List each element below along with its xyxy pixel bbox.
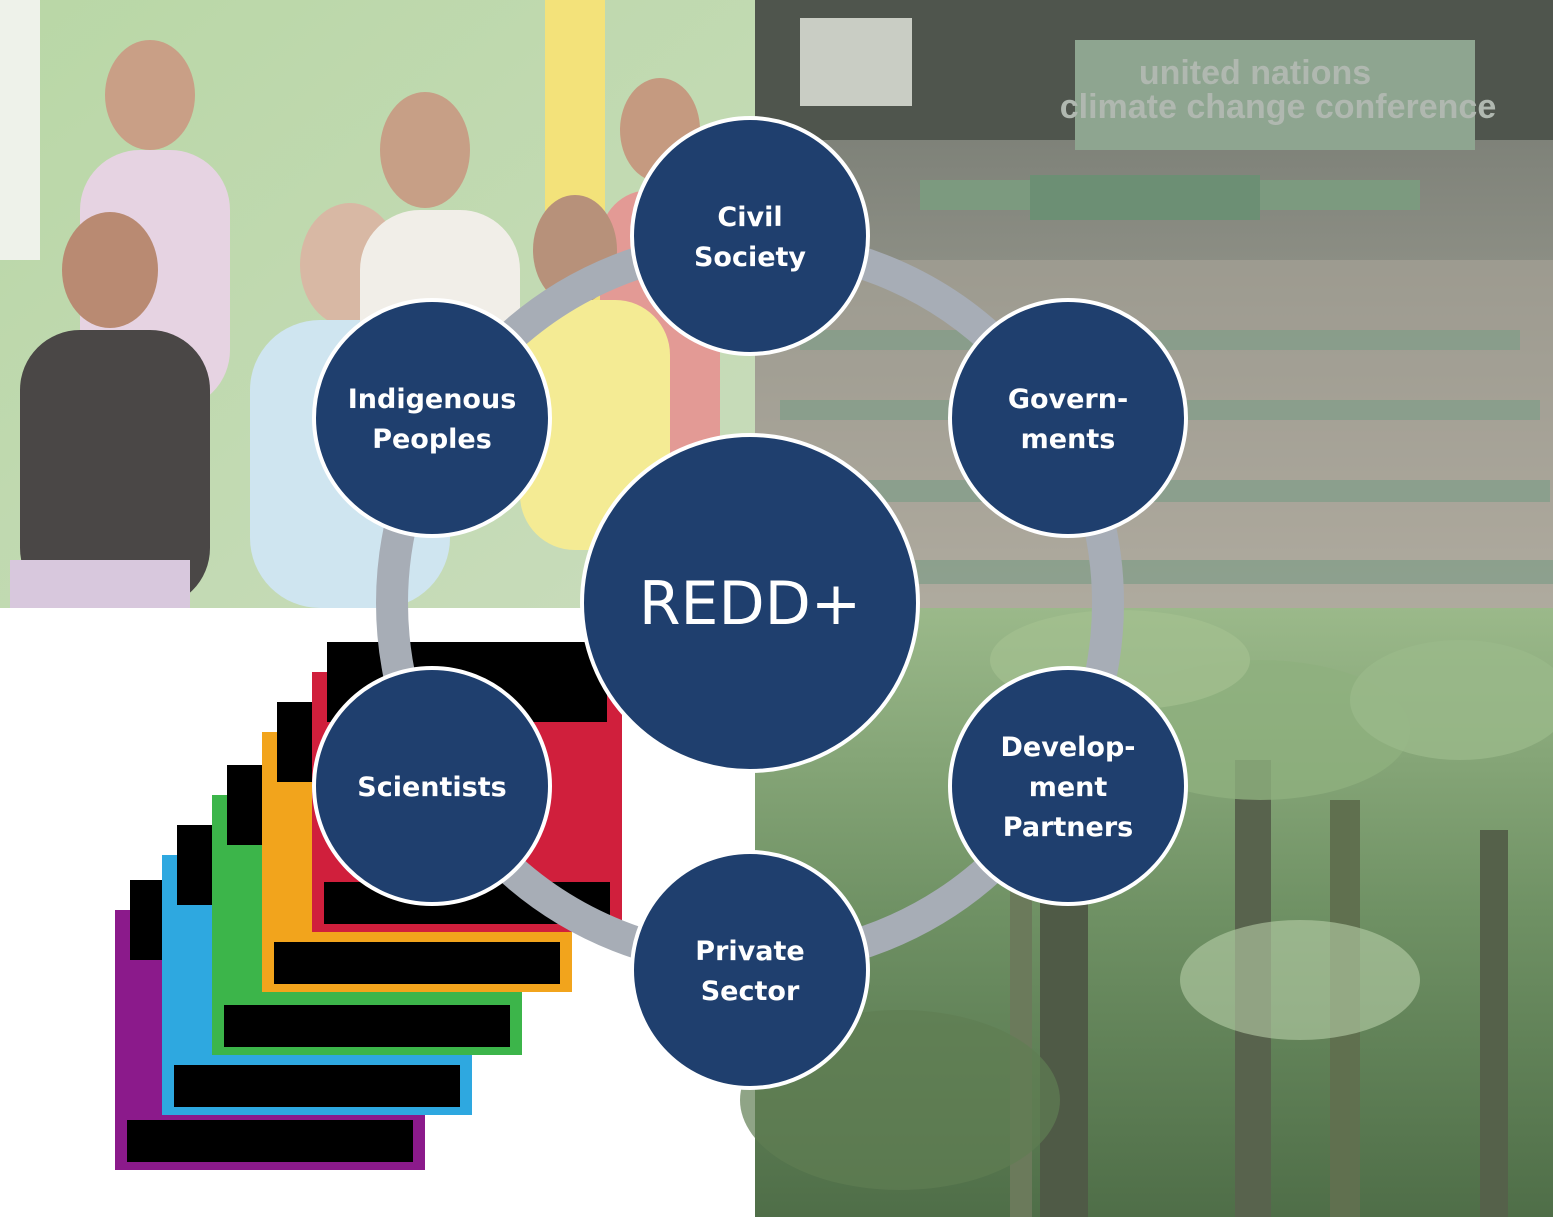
node-governments-label-line-2: ments — [1021, 424, 1116, 455]
node-civil-society-label-line-1: Civil — [717, 202, 782, 233]
node-development-partners-label-line-2: ment — [1029, 772, 1108, 803]
node-indigenous-peoples-label-line-2: Peoples — [372, 424, 492, 455]
node-development-partners-label-line-3: Partners — [1003, 812, 1133, 843]
node-private-sector-label-line-2: Sector — [701, 976, 800, 1007]
node-scientists-label-line-1: Scientists — [357, 772, 506, 803]
node-scientists: Scientists — [312, 666, 552, 906]
node-indigenous-peoples-label-line-1: Indigenous — [348, 384, 517, 415]
node-development-partners-label-line-1: Develop- — [1001, 732, 1136, 763]
node-civil-society-label-line-2: Society — [694, 242, 806, 273]
center-label: REDD+ — [639, 569, 861, 639]
conference-banner-line2: climate change conference — [1060, 88, 1497, 126]
conference-banner-line1: united nations — [1139, 54, 1371, 92]
stakeholder-nodes: CivilSocietyGovern-mentsDevelop-mentPart… — [312, 116, 1188, 1090]
center-node-redd: REDD+ — [580, 433, 920, 773]
node-governments: Govern-ments — [948, 298, 1188, 538]
node-governments-label-line-1: Govern- — [1008, 384, 1128, 415]
node-private-sector-label-line-1: Private — [695, 936, 804, 967]
